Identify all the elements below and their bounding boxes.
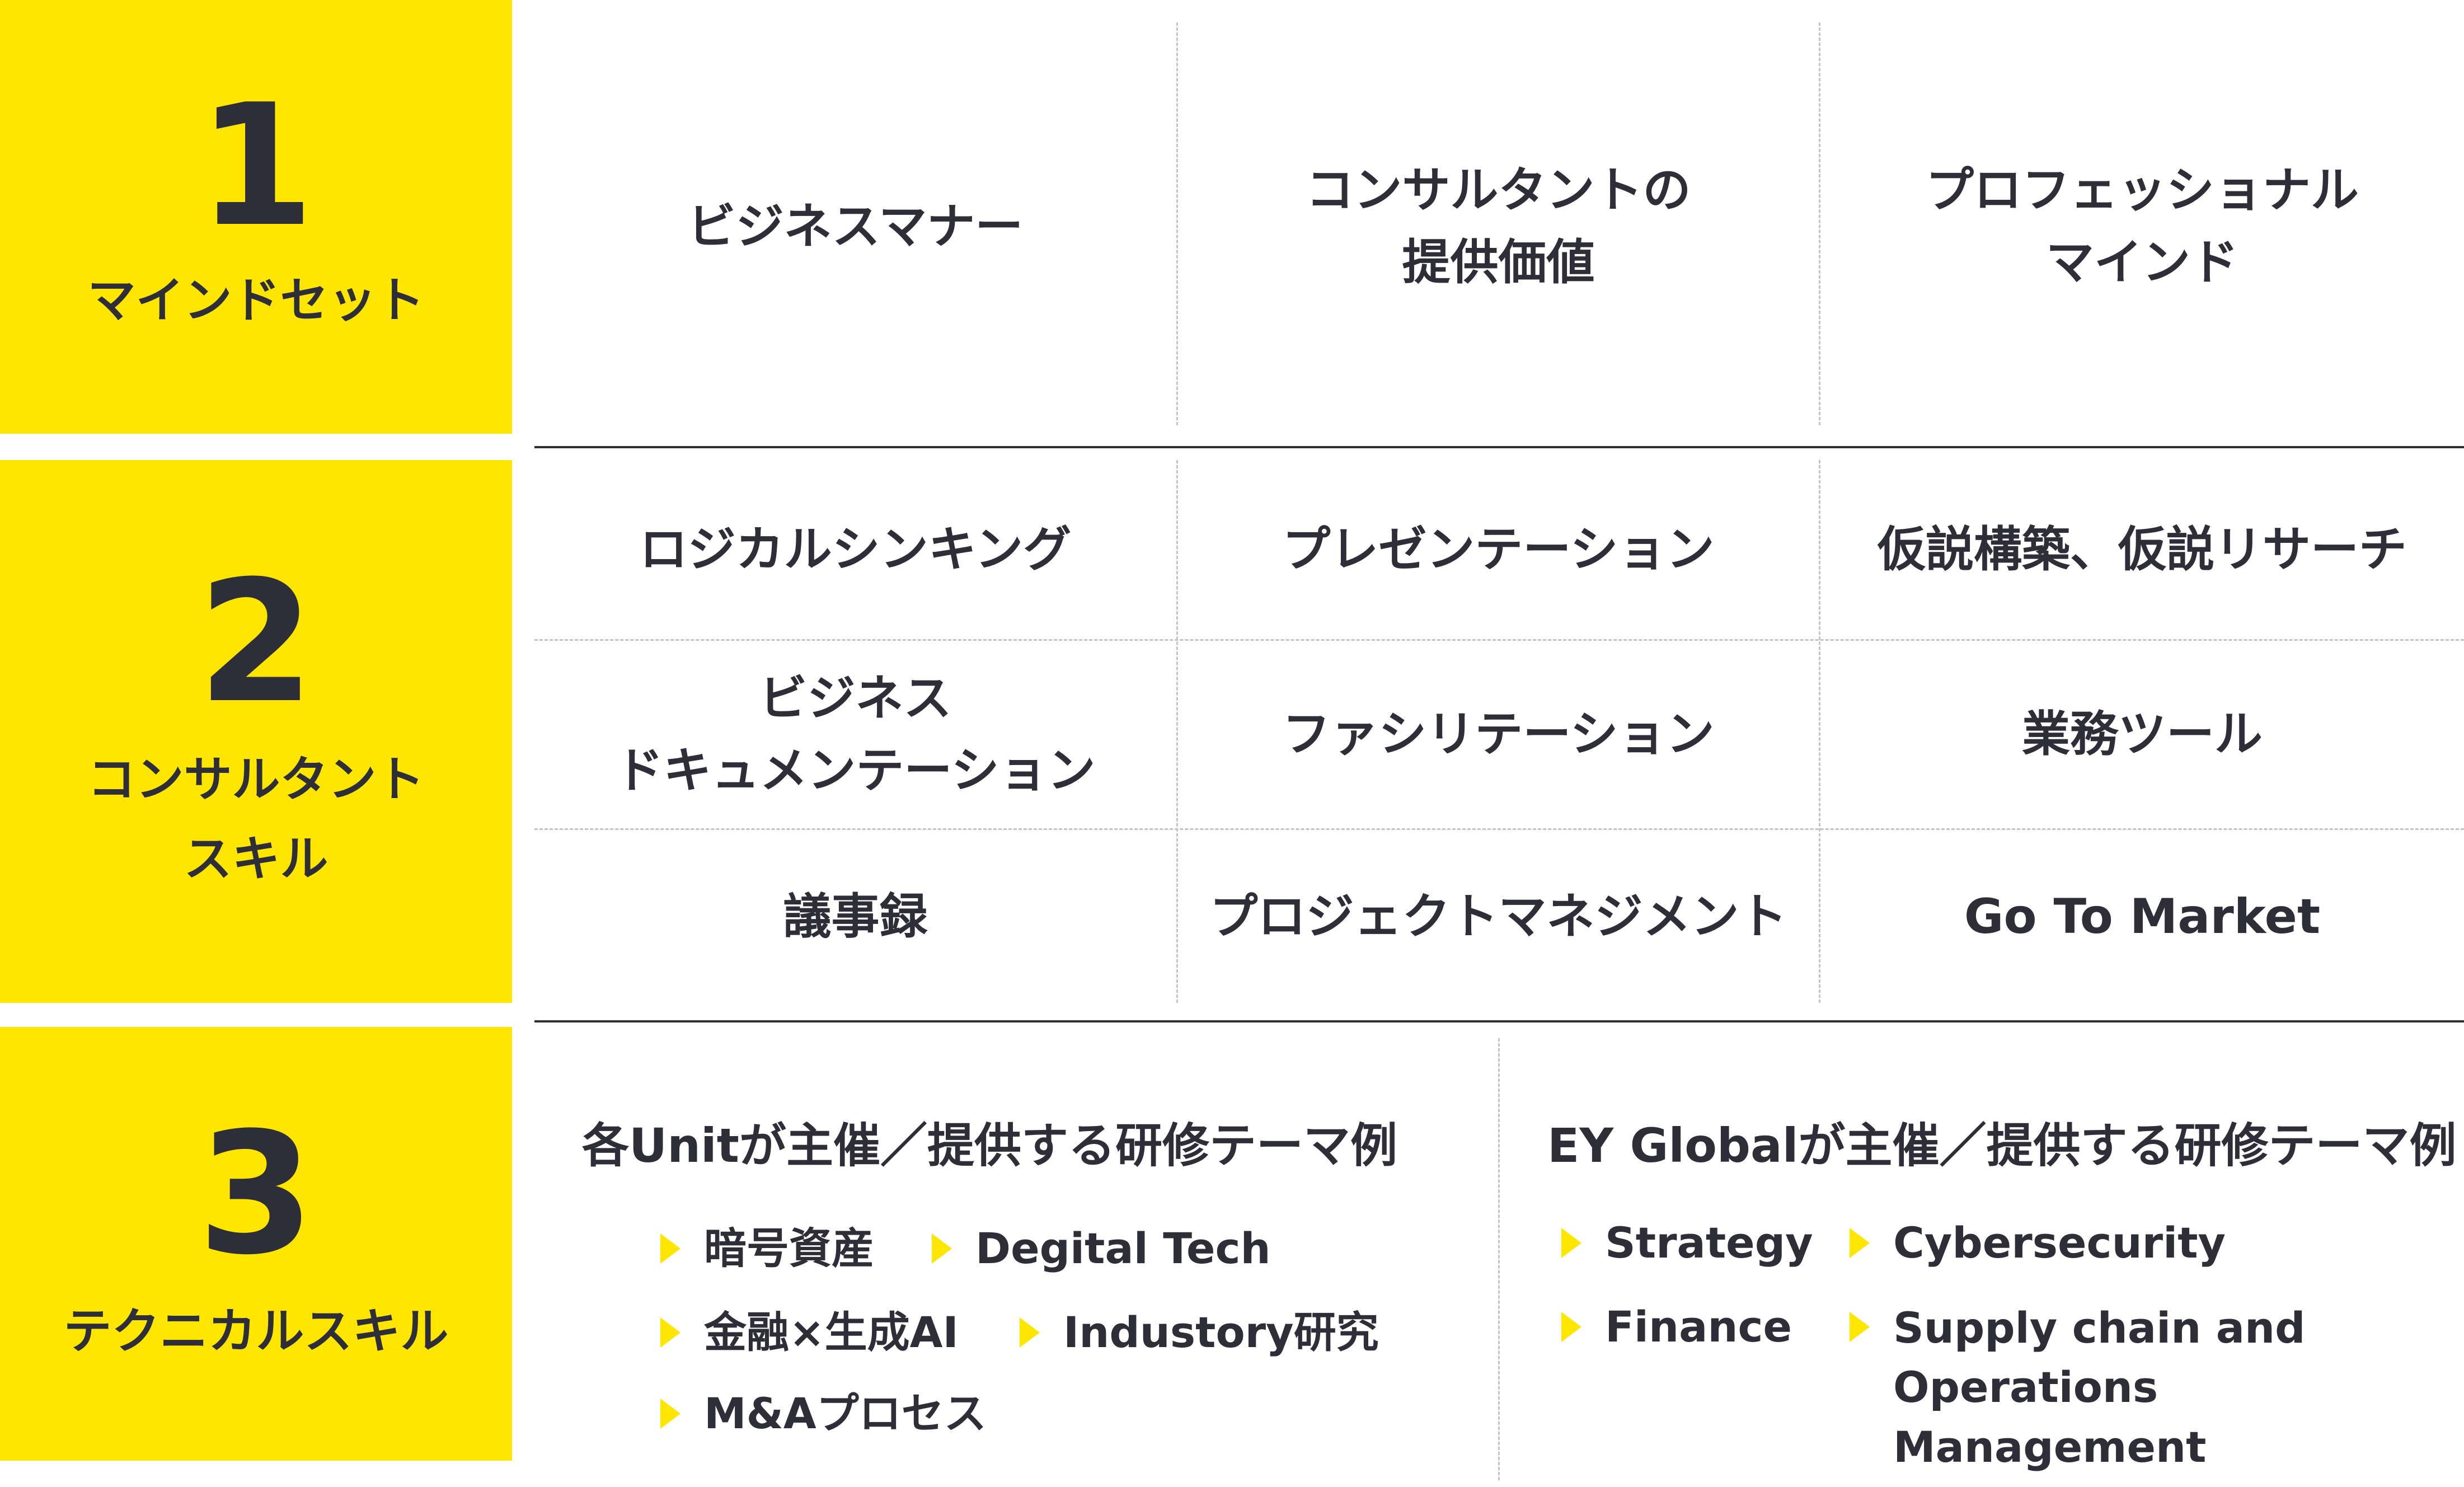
grid-cell: ロジカルシンキング <box>639 521 1072 578</box>
unit-training-heading: 各Unitが主催／提供する研修テーマ例 <box>582 1118 1397 1173</box>
grid-cell-text: ビジネス ドキュメンテーション <box>615 670 1096 799</box>
section-separator <box>534 446 2464 448</box>
list-item-text: M&Aプロセス <box>704 1389 987 1438</box>
divider-vertical <box>1498 1038 1500 1480</box>
divider-vertical <box>1176 460 1178 1003</box>
triangle-right-icon <box>660 1399 680 1429</box>
divider-vertical <box>1819 22 1820 425</box>
section-label-text: コンサルタント スキル <box>87 751 425 887</box>
list-item-text: Industory研究 <box>1063 1307 1379 1357</box>
section-number: 3 <box>198 1096 315 1292</box>
divider-vertical <box>1176 22 1178 425</box>
grid-cell-text: コンサルタントの 提供価値 <box>1306 162 1691 290</box>
grid-cell: ファシリテーション <box>1282 706 1715 762</box>
list-item-text: Cybersecurity <box>1893 1218 2226 1268</box>
triangle-right-icon <box>1850 1228 1870 1258</box>
grid-cell: プロフェッショナル マインド <box>1820 22 2464 431</box>
section-3-block: 3 テクニカルスキル <box>0 1027 512 1461</box>
list-item: 暗号資産 <box>660 1220 874 1278</box>
list-item: M&Aプロセス <box>660 1385 987 1443</box>
section-label: テクニカルスキル <box>63 1303 449 1360</box>
section-2-block: 2 コンサルタント スキル <box>0 460 512 1003</box>
triangle-right-icon <box>932 1233 952 1264</box>
section-number: 1 <box>198 68 315 264</box>
section-separator <box>534 1020 2464 1022</box>
divider-horizontal <box>534 828 2464 830</box>
triangle-right-icon <box>1561 1228 1581 1258</box>
triangle-right-icon <box>660 1317 680 1348</box>
section-label: コンサルタント スキル <box>88 740 425 899</box>
grid-cell: 仮説構築、仮説リサーチ <box>1878 521 2407 578</box>
triangle-right-icon <box>1850 1312 1870 1342</box>
triangle-right-icon <box>1020 1317 1040 1348</box>
list-item: 金融×生成AI <box>660 1304 959 1362</box>
list-item: Industory研究 <box>1020 1304 1379 1362</box>
section-number: 2 <box>198 544 315 740</box>
triangle-right-icon <box>660 1233 680 1264</box>
list-item: Strategy <box>1561 1214 1813 1272</box>
divider-vertical <box>1819 460 1820 1003</box>
list-item-text: Strategy <box>1605 1218 1813 1268</box>
list-item: Supply chain and Operations Management <box>1850 1298 2464 1477</box>
list-item-text: Supply chain and Operations Management <box>1893 1303 2306 1472</box>
grid-cell: プレゼンテーション <box>1282 521 1715 578</box>
grid-cell: ビジネスマナー <box>687 198 1024 255</box>
grid-cell: Go To Market <box>1964 888 2321 945</box>
list-item-text: Degital Tech <box>975 1223 1271 1273</box>
list-item-text: Finance <box>1605 1302 1792 1352</box>
section-label: マインドセット <box>87 272 425 329</box>
grid-cell: 業務ツール <box>2022 706 2263 762</box>
grid-cell: 議事録 <box>783 888 928 945</box>
list-item: Finance <box>1561 1298 1792 1356</box>
grid-cell-text: プロフェッショナル マインド <box>1926 162 2359 290</box>
section-1-block: 1 マインドセット <box>0 0 512 434</box>
list-item: Degital Tech <box>932 1220 1271 1278</box>
list-item-text: 暗号資産 <box>704 1223 874 1273</box>
grid-cell: コンサルタントの 提供価値 <box>1178 22 1819 431</box>
grid-cell: プロジェクトマネジメント <box>1209 888 1787 945</box>
list-item: Cybersecurity <box>1850 1214 2226 1272</box>
grid-cell: ビジネス ドキュメンテーション <box>534 641 1176 828</box>
list-item-text: 金融×生成AI <box>704 1307 959 1357</box>
divider-horizontal <box>534 639 2464 641</box>
ey-global-training-heading: EY Globalが主催／提供する研修テーマ例 <box>1547 1118 2457 1173</box>
triangle-right-icon <box>1561 1312 1581 1342</box>
